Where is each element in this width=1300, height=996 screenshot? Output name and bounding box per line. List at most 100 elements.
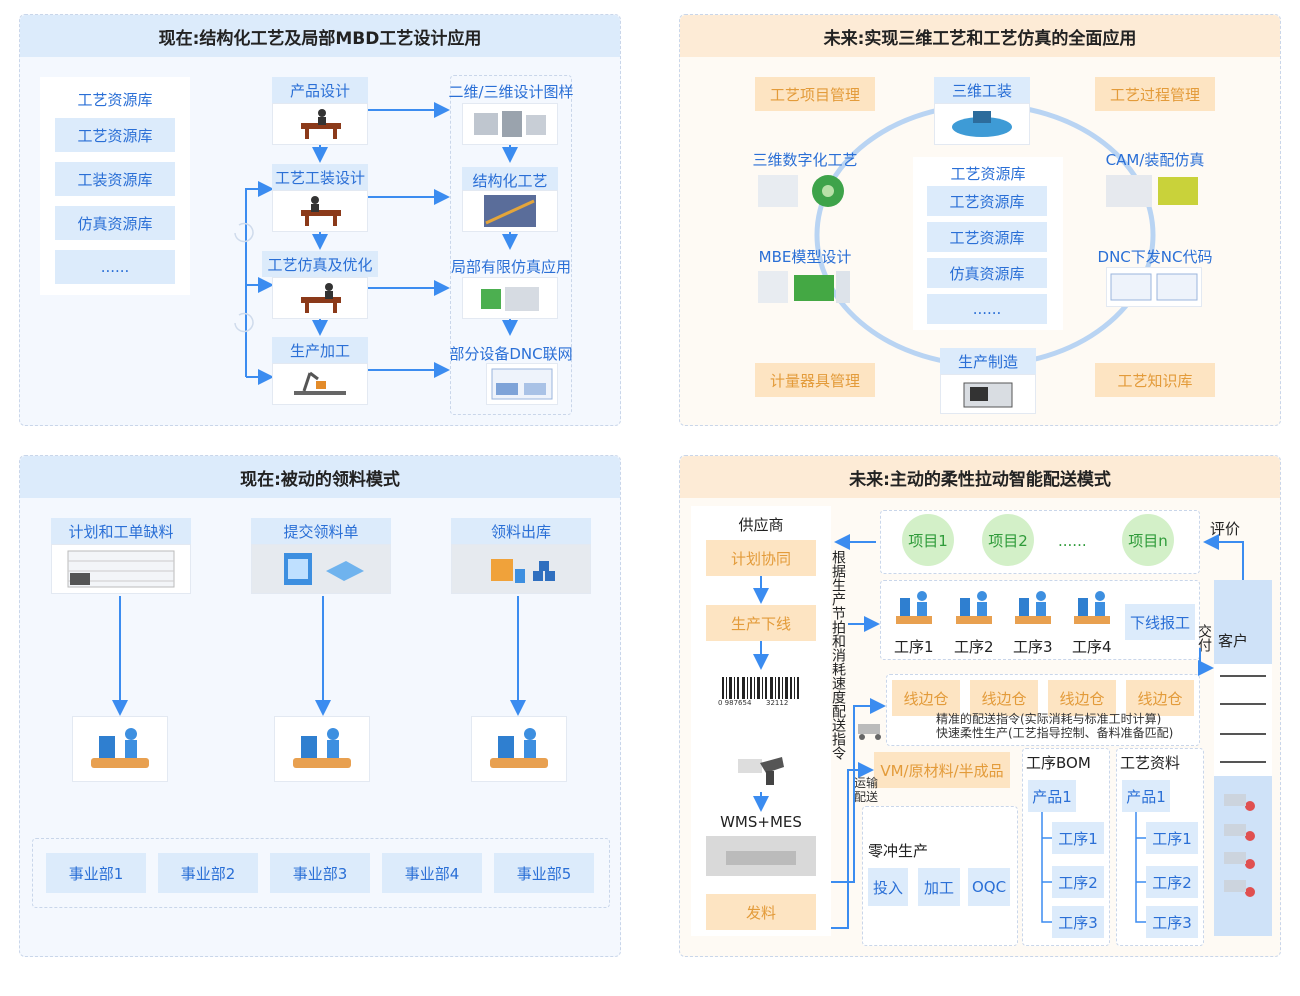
q4-offline-report: 下线报工 [1125,604,1195,640]
cnc-machine-image [940,374,1036,414]
q2-corner-project-mgmt: 工艺项目管理 [755,77,875,111]
worker-station-icon [1070,586,1114,630]
panel-q2-title: 未来:实现三维工艺和工艺仿真的全面应用 [680,15,1280,57]
q4-plan-collab: 计划协同 [706,540,816,576]
q4-zero-title: 零冲生产 [868,842,929,860]
form-document-icon [251,544,391,594]
dnc-image [1106,267,1202,307]
panel-q4-title: 未来:主动的柔性拉动智能配送模式 [680,456,1280,498]
q3-step-shortage: 计划和工单缺料 [51,518,191,544]
q1-output-frame [450,75,572,415]
q4-rating-label: 评价 [1210,520,1241,538]
q2-ring-3d-process: 三维数字化工艺 [752,151,858,169]
cart-icon [854,718,888,742]
q4-linestore: 线边仓 [1048,680,1116,716]
q4-customer-label: 客户 [1218,632,1249,650]
q4-production-offline: 生产下线 [706,605,816,641]
q1-flow-arrows [234,102,518,385]
q2-ring-dnc: DNC下发NC代码 [1097,248,1213,266]
q3-department: 事业部3 [270,853,370,893]
scanner-icon [732,750,790,790]
q2-ring-3d-tooling: 三维工装 [934,77,1030,103]
q4-deliver-label: 交付 [1196,624,1212,652]
q3-flow-arrows [112,596,526,716]
q4-project-2: 项目2 [982,514,1034,566]
q2-corner-gauge-mgmt: 计量器具管理 [755,363,875,397]
q4-bom-step: 工序2 [1052,866,1104,898]
q4-issue: 发料 [706,894,816,930]
q1-library-item: ...... [55,250,175,284]
q1-library-item: 工装资源库 [55,162,175,196]
q4-project-1: 项目1 [902,514,954,566]
q3-department: 事业部4 [382,853,482,893]
q4-transport: 运输配送 [854,776,879,804]
q2-ring-mbe: MBE模型设计 [758,248,852,266]
q4-project-n: 项目n [1122,514,1174,566]
q3-department: 事业部1 [46,853,146,893]
q1-output-dnc: 部分设备DNC联网 [449,345,573,363]
q4-parts-icons [1220,675,1266,897]
q3-step-request: 提交领料单 [251,518,391,544]
q1-output-structured: 结构化工艺 [462,167,558,193]
q1-library-item: 仿真资源库 [55,206,175,240]
q1-step-production: 生产加工 [272,337,368,363]
q2-ring-manufacturing: 生产制造 [940,348,1036,374]
q4-note-precise: 精准的配送指令(实际消耗与标准工时计算) [936,712,1162,726]
panel-q3: 现在:被动的领料模式 计划和工单缺料 提交领料单 领料出库 事业部1 事业部2 … [19,455,621,957]
q2-corner-process-mgmt: 工艺过程管理 [1095,77,1215,111]
q4-bom-step: 工序3 [1052,906,1104,938]
q4-bom-title: 工序BOM [1026,754,1091,772]
panel-q4: 未来:主动的柔性拉动智能配送模式 供应商 计划协同 生产下线 0 987654 … [679,455,1281,957]
q4-note-flexible: 快速柔性生产(工艺指导控制、备料准备匹配) [936,726,1174,740]
q2-library-item: 工艺资源库 [927,186,1047,216]
q4-linestore: 线边仓 [970,680,1038,716]
q4-docs-step: 工序2 [1146,866,1198,898]
q4-docs-title: 工艺资料 [1120,754,1181,772]
desk-worker-icon [272,103,368,145]
worker-station-icon [274,716,370,782]
q4-bom-step: 工序1 [1052,822,1104,854]
q1-library-item: 工艺资源库 [55,118,175,152]
q3-step-outbound: 领料出库 [451,518,591,544]
dnc-screen-image [486,363,558,405]
q4-linestore: 线边仓 [1126,680,1194,716]
barcode-number-left: 0 987654 [718,699,752,707]
q2-library-item: 仿真资源库 [927,258,1047,288]
gear-model-image [758,171,852,211]
worker-station-icon [471,716,567,782]
q2-library-item: 工艺资源库 [927,222,1047,252]
q4-bom-product: 产品1 [1028,780,1076,812]
q2-library-header: 工艺资源库 [950,165,1026,183]
q4-process-1: 工序1 [894,638,934,656]
q2-corner-knowledge: 工艺知识库 [1095,363,1215,397]
q4-wms-label: WMS+MES [720,813,802,831]
desk-worker-icon [272,277,368,319]
structure-screen-image [462,190,558,232]
label-photo-image [706,836,816,876]
q1-step-product-design: 产品设计 [272,77,368,103]
cad-drawing-image [462,103,558,145]
q3-departments-frame [32,838,610,908]
robot-arm-icon [272,363,368,405]
q4-zero-input: 投入 [868,868,908,906]
tooling-3d-image [934,103,1030,145]
worker-station-icon [892,586,936,630]
cam-sim-image [1106,171,1202,211]
panel-q3-title: 现在:被动的领料模式 [20,456,620,498]
barcode-number-right: 32112 [766,699,789,707]
forklift-icon [451,544,591,594]
mbe-model-image [758,267,852,307]
q1-output-simulation: 局部有限仿真应用 [450,258,571,276]
barcode-icon [706,669,816,713]
desk-worker-icon [272,190,368,232]
panel-q2: 未来:实现三维工艺和工艺仿真的全面应用 工艺项目管理 工艺过程管理 计量器具管理… [679,14,1281,426]
q4-linestore: 线边仓 [892,680,960,716]
q4-process-2: 工序2 [954,638,994,656]
q2-library-item: ...... [927,294,1047,324]
q4-docs-step: 工序1 [1146,822,1198,854]
q2-ring-cam: CAM/装配仿真 [1105,151,1205,169]
panel-q1-title: 现在:结构化工艺及局部MBD工艺设计应用 [20,15,620,57]
q1-step-simulation: 工艺仿真及优化 [262,251,378,277]
worker-station-icon [952,586,996,630]
q3-department: 事业部2 [158,853,258,893]
